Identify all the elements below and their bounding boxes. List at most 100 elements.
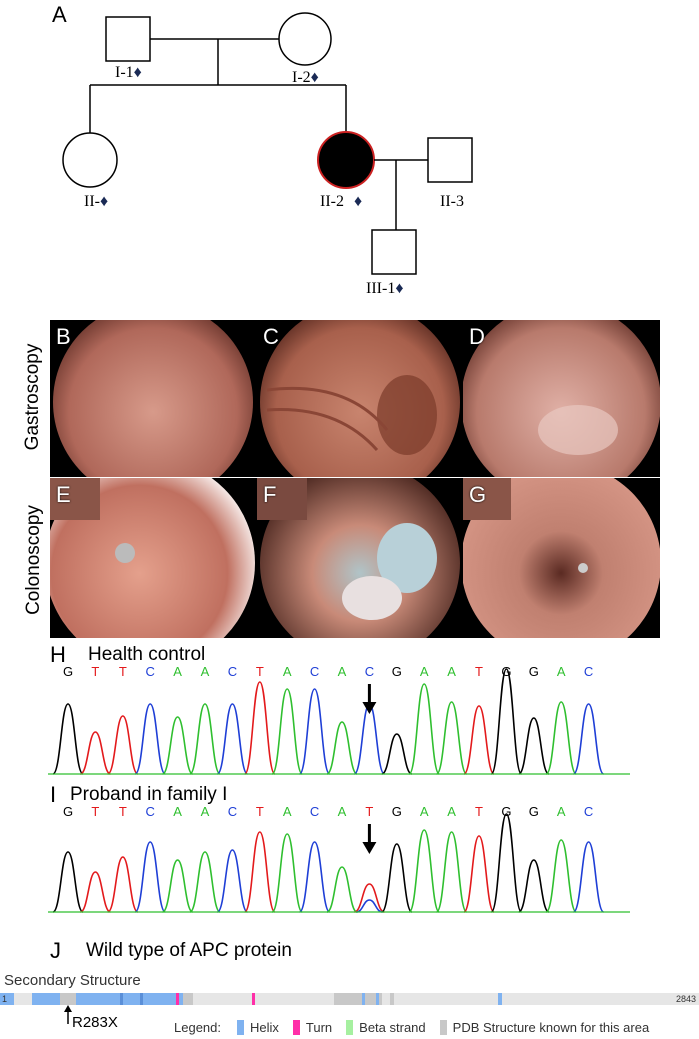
base-call-12: C (365, 664, 374, 679)
pedigree-male-II3 (427, 137, 473, 183)
base-call-16: T (475, 804, 483, 819)
base-call-19: A (557, 804, 566, 819)
colonoscopy-label: Colonoscopy (23, 505, 44, 615)
trace-peak-6 (189, 851, 221, 913)
trace-peak-4 (134, 841, 166, 913)
base-call-8: T (256, 804, 264, 819)
base-call-9: A (283, 804, 292, 819)
trace-peak-20 (572, 703, 605, 775)
base-call-13: G (392, 664, 402, 679)
endoscopy-image-C: C (257, 320, 463, 477)
mutation-arrow-icon (362, 702, 377, 714)
base-call-18: G (529, 804, 539, 819)
base-call-7: C (228, 804, 237, 819)
trace-peak-1 (52, 703, 84, 775)
base-call-17: G (501, 804, 511, 819)
trace-peak-9 (271, 833, 303, 913)
panel-i-title: Proband in family I (70, 784, 228, 805)
trace-peak-4 (134, 703, 166, 775)
trace-peak-12 (353, 703, 386, 775)
panel-h-letter: H (50, 642, 66, 667)
trace-peak-10 (298, 841, 331, 913)
base-call-5: A (173, 804, 182, 819)
panel-a-letter: A (52, 2, 67, 27)
base-call-2: T (91, 664, 99, 679)
label-III1: III-1♦ (366, 280, 404, 297)
trace-peak-5 (161, 859, 194, 913)
image-letter-B: B (56, 324, 71, 349)
track-end-label: 2843 (676, 994, 697, 1004)
base-call-10: C (310, 664, 319, 679)
mutation-label: R283X (72, 1014, 118, 1031)
legend-swatch-helix (237, 1020, 244, 1035)
trace-peak-12 (354, 883, 385, 913)
trace-peak-8 (244, 831, 276, 913)
trace-peak-13 (381, 843, 413, 913)
base-call-15: A (447, 664, 456, 679)
trace-peak-7 (216, 703, 249, 775)
panel-j-letter: J (50, 938, 61, 963)
legend-item-beta: Beta strand (359, 1020, 426, 1035)
pedigree-male-III1 (371, 229, 417, 275)
trace-peak-17 (490, 813, 523, 913)
track-start-label: 1 (2, 994, 8, 1004)
trace-peak-9 (271, 688, 303, 775)
trace-peak-19 (545, 839, 577, 913)
endoscopy-image-E: E (50, 478, 257, 638)
trace-peak-3 (107, 715, 139, 775)
base-call-5: A (173, 664, 182, 679)
image-letter-C: C (263, 324, 279, 349)
legend-item-pdb: PDB Structure known for this area (452, 1020, 650, 1035)
base-call-18: G (529, 664, 539, 679)
trace-peak-8 (244, 681, 276, 775)
trace-peak-2 (79, 871, 111, 913)
base-call-10: C (310, 804, 319, 819)
secondary-structure-title: Secondary Structure (4, 972, 141, 989)
secondary-structure-track (0, 993, 699, 1024)
legend-item-turn: Turn (305, 1020, 333, 1035)
image-letter-G: G (469, 482, 487, 507)
label-II2: II-2♦ (320, 193, 363, 210)
panel-j-title: Wild type of APC protein (86, 940, 292, 961)
base-call-12: T (365, 804, 373, 819)
base-call-7: C (228, 664, 237, 679)
base-call-1: G (63, 664, 73, 679)
legend-label: Legend: (174, 1020, 221, 1035)
legend-swatch-turn (292, 1020, 300, 1035)
base-call-3: T (119, 664, 127, 679)
base-call-16: T (475, 664, 483, 679)
trace-peak-20 (572, 841, 605, 913)
label-II3: II-3 (440, 193, 464, 210)
pedigree-chart (62, 12, 473, 275)
trace-peak-17 (490, 668, 523, 775)
trace-peak-3 (107, 856, 139, 913)
trace-peak-5 (161, 716, 194, 775)
trace-peak-14 (408, 683, 440, 775)
trace-peak-15 (435, 831, 468, 913)
trace-peak-18 (518, 717, 550, 775)
base-call-19: A (557, 664, 566, 679)
base-call-11: A (338, 804, 347, 819)
trace-peak-16 (463, 705, 495, 775)
image-letter-E: E (56, 482, 71, 507)
trace-peak-13 (381, 733, 413, 775)
trace-peak-10 (298, 688, 331, 775)
base-call-17: G (501, 664, 511, 679)
base-call-2: T (91, 804, 99, 819)
base-call-3: T (119, 804, 127, 819)
legend-swatch-beta (346, 1020, 354, 1035)
trace-peak-11 (326, 721, 358, 775)
legend-item-helix: Helix (250, 1020, 279, 1035)
trace-peak-2 (79, 731, 111, 775)
base-call-13: G (392, 804, 402, 819)
base-call-14: A (420, 804, 429, 819)
label-I2: I-2♦ (292, 69, 319, 86)
label-I1: I-1♦ (115, 64, 142, 81)
pedigree-male-I1 (105, 16, 151, 62)
gastroscopy-label: Gastroscopy (22, 343, 43, 451)
trace-peak-7 (216, 849, 249, 913)
endoscopy-image-F: F (257, 478, 463, 638)
trace-peak-14 (408, 829, 440, 913)
